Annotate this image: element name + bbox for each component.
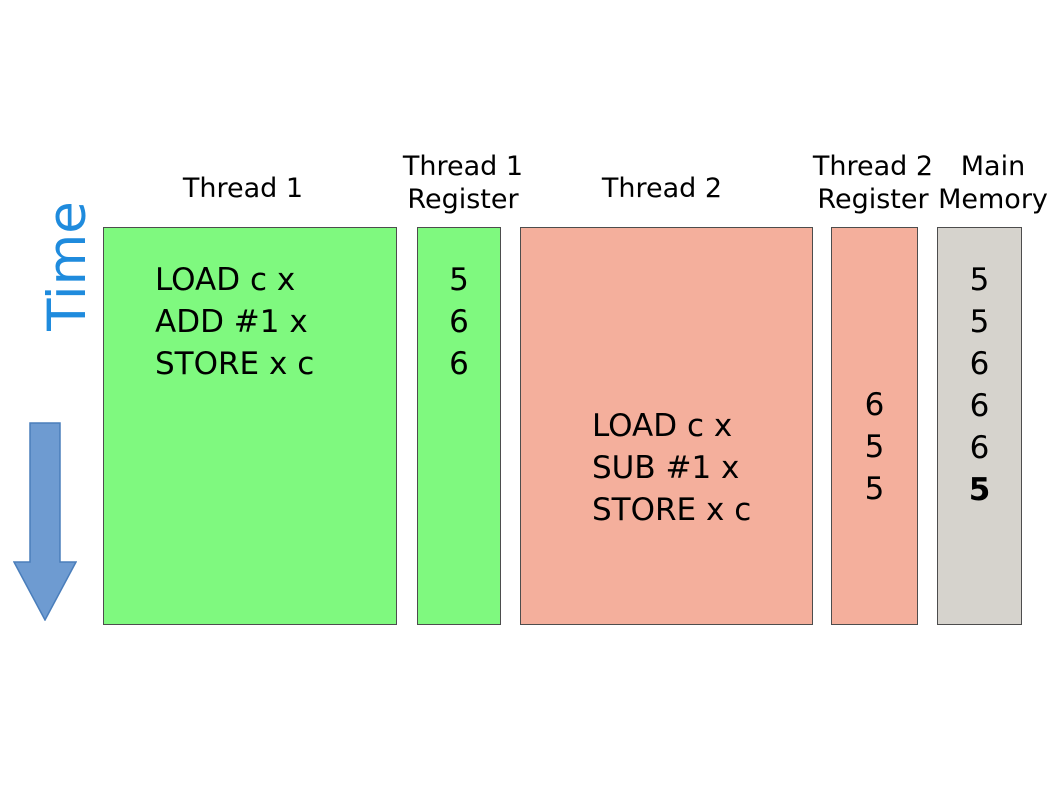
thread2-instruction-list: LOAD c x SUB #1 x STORE x c — [592, 408, 752, 528]
column-header-thread1-register: Thread 1 Register — [402, 151, 524, 215]
thread2-register-values: 6 5 5 — [831, 384, 918, 510]
arrow-down-icon — [12, 422, 78, 622]
memory-value: 5 — [969, 262, 990, 298]
memory-value-final: 5 — [968, 472, 991, 508]
thread2-column-box — [520, 227, 813, 625]
thread2-register-column-box — [831, 227, 918, 625]
register-value: 5 — [449, 262, 469, 298]
memory-value: 6 — [969, 346, 990, 382]
column-header-thread2: Thread 2 — [601, 173, 723, 204]
memory-value: 5 — [969, 304, 990, 340]
thread1-register-column-box — [417, 227, 501, 625]
column-header-main-memory: Main Memory — [938, 151, 1048, 215]
memory-value: 6 — [969, 430, 990, 466]
time-axis-label: Time — [37, 201, 98, 331]
time-down-arrow-icon — [12, 422, 78, 622]
thread1-register-values: 5 6 6 — [417, 259, 501, 385]
register-value: 6 — [864, 387, 885, 423]
column-header-thread2-register: Thread 2 Register — [812, 151, 934, 215]
register-value: 5 — [864, 471, 885, 507]
main-memory-column-box — [937, 227, 1022, 625]
main-memory-values: 5 5 6 6 6 5 — [937, 259, 1022, 511]
memory-value: 6 — [969, 388, 990, 424]
thread1-column-box — [103, 227, 397, 625]
column-header-thread1: Thread 1 — [182, 173, 304, 204]
register-value: 6 — [449, 304, 469, 340]
register-value: 5 — [864, 429, 885, 465]
register-value: 6 — [449, 346, 469, 382]
thread1-instruction-list: LOAD c x ADD #1 x STORE x c — [155, 262, 315, 382]
